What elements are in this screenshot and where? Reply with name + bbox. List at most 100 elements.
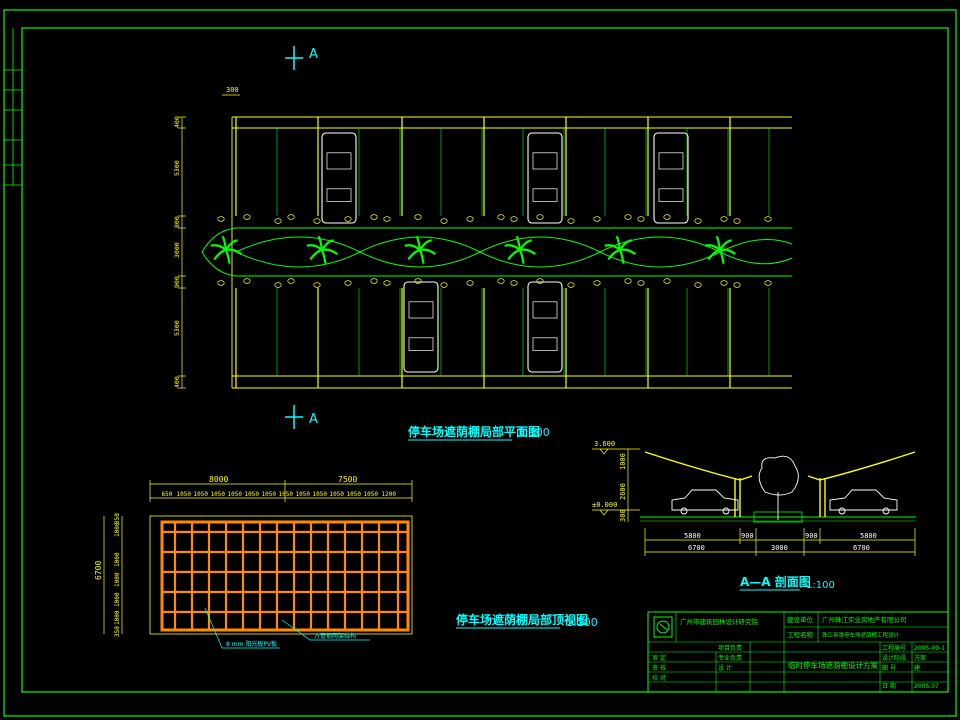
section-mark-bottom xyxy=(285,405,303,429)
section-bottom-dimension-lines xyxy=(644,528,916,556)
shrub xyxy=(313,218,321,224)
column-lines xyxy=(235,117,731,388)
title-row-mid-2: 专业负责 xyxy=(718,654,742,662)
roof-left-dim: 350 xyxy=(114,513,121,524)
section-title: A—A 剖面图 xyxy=(740,574,811,589)
section-scale: 1:100 xyxy=(806,580,835,591)
shrub xyxy=(466,280,474,286)
section-tree xyxy=(758,455,799,496)
shrub xyxy=(414,214,422,220)
title-right-label-3: 图 号 xyxy=(882,665,896,672)
roof-panel xyxy=(160,520,410,632)
palm-frond xyxy=(618,249,625,264)
title-block: 广州市建筑园林设计研究院 建设单位 广州珠江实业房地产有限公司 工程名称 珠江帝… xyxy=(647,611,949,693)
level-ground: ±0.000 xyxy=(592,501,617,509)
palm-frond xyxy=(604,244,621,251)
palm-frond xyxy=(704,244,721,251)
roof-bay-dim: 1050 xyxy=(177,491,192,498)
shrub xyxy=(733,218,741,224)
title-drawing-name: 临时停车场遮荫棚设计方案 xyxy=(788,660,878,670)
section-dim-bottom-6: 3000 xyxy=(771,544,788,552)
section-dim-left-2: 2600 xyxy=(619,483,627,500)
shrub xyxy=(217,216,225,222)
car xyxy=(653,132,689,224)
roof-left-dim: 1000 xyxy=(114,592,121,607)
shrub xyxy=(593,280,601,286)
palm-frond xyxy=(518,249,525,264)
roof-left-dim: 1000 xyxy=(114,552,121,567)
title-right-value-1: 2005-09-1 xyxy=(914,645,945,652)
shrub xyxy=(733,282,741,288)
title-row-left-2: 审 核 xyxy=(652,664,666,672)
section-dim-bottom-3: 900 xyxy=(805,532,818,540)
title-project-label: 工程名称 xyxy=(787,630,814,639)
shrub xyxy=(344,216,352,222)
car-windshield xyxy=(532,301,558,319)
section-dim-bottom-1: 5800 xyxy=(684,532,701,540)
roof-bay-dim: 1050 xyxy=(364,491,379,498)
section-dim-left-1: 1000 xyxy=(619,453,627,470)
roof-left-dim: 1000 xyxy=(114,572,121,587)
shrub xyxy=(274,282,282,288)
section-dim-bottom-2: 900 xyxy=(741,532,754,540)
shrub xyxy=(243,214,251,220)
shrub xyxy=(466,216,474,222)
palm-frond xyxy=(419,239,432,251)
shrub xyxy=(764,280,772,286)
outer-frame xyxy=(3,9,957,717)
car-rear-window xyxy=(408,337,434,351)
car-body xyxy=(653,132,689,224)
palm-frond xyxy=(213,248,227,261)
car-windshield xyxy=(326,152,352,170)
roof-left-dim: 350 xyxy=(114,626,121,637)
title-client-label: 建设单位 xyxy=(787,615,814,624)
section-car-left-wheel-1 xyxy=(680,507,688,515)
palm-frond xyxy=(615,235,622,251)
roof-bay-dim: 1050 xyxy=(347,491,362,498)
car xyxy=(527,281,563,373)
shrub xyxy=(287,214,295,220)
car-rear-window xyxy=(326,188,352,202)
roof-dim-left-total: 6700 xyxy=(94,561,103,580)
palm-tree xyxy=(210,235,242,264)
shrub xyxy=(637,280,645,286)
shrub xyxy=(663,278,671,284)
roof-left-dimension-lines xyxy=(103,516,123,634)
title-right-label-1: 工程编号 xyxy=(882,644,906,652)
section-dim-left-3: 300 xyxy=(619,509,627,522)
section-view: 3.600 ±0.000 1000 2600 300 5800 900 900 … xyxy=(592,440,916,591)
title-right-label-4: 日 期 xyxy=(882,682,896,690)
palm-frond xyxy=(619,239,632,251)
shrub xyxy=(694,282,702,288)
roof-left-dim: 1000 xyxy=(114,522,121,537)
palm-frond xyxy=(504,244,521,251)
roof-bay-dim: 1050 xyxy=(330,491,345,498)
roof-bay-dim: 1050 xyxy=(279,491,294,498)
section-mark-top-label: A xyxy=(309,47,318,62)
palm-tree xyxy=(404,235,436,264)
shrub xyxy=(593,216,601,222)
shrub xyxy=(497,278,505,284)
plan-left-dim: 5300 xyxy=(173,160,181,176)
title-right-value-2: 方案 xyxy=(914,654,926,662)
roof-top-dimension-lines xyxy=(149,480,413,502)
inner-frame xyxy=(21,27,949,693)
plan-left-dim: 400 xyxy=(173,376,181,388)
shrub xyxy=(313,282,321,288)
roof-bay-dim: 1050 xyxy=(228,491,243,498)
plan-left-dim: 5300 xyxy=(173,320,181,336)
canopy-left xyxy=(644,451,753,517)
shrub xyxy=(637,216,645,222)
shrub xyxy=(344,280,352,286)
company-logo xyxy=(653,616,673,638)
shrub xyxy=(370,214,378,220)
car-rear-window xyxy=(658,188,684,202)
title-project: 珠江帝景停车场遮荫棚工程设计 xyxy=(822,631,900,639)
car-windshield xyxy=(408,301,434,319)
palm-frond xyxy=(515,235,522,251)
shrub xyxy=(567,282,575,288)
roof-dim-total-2: 7500 xyxy=(338,475,357,484)
